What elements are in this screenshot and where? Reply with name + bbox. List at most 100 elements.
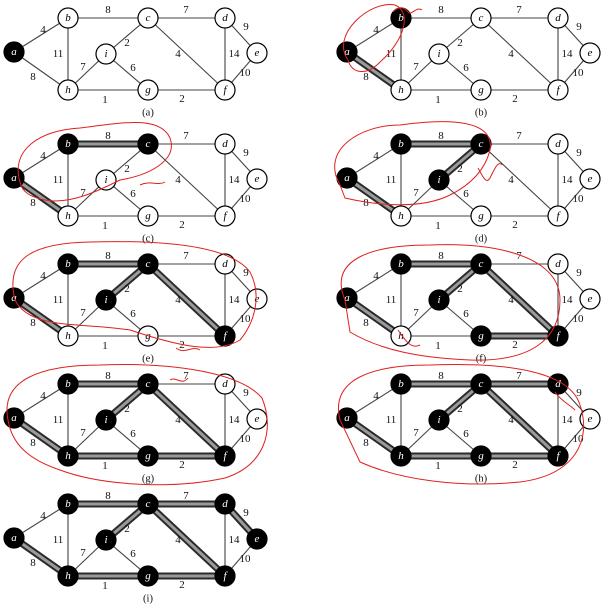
node-g [470, 79, 492, 101]
node-label-i: i [437, 48, 440, 60]
node-c [137, 133, 159, 155]
node-e [579, 42, 601, 64]
weight-c-d: 7 [183, 130, 189, 142]
node-d [547, 133, 569, 155]
node-f [214, 445, 236, 467]
node-label-a: a [344, 172, 350, 184]
node-label-d: d [555, 138, 561, 150]
tree-edge-core-c-f [146, 382, 227, 458]
weight-i-g: 6 [130, 308, 136, 320]
weight-d-f: 14 [229, 534, 241, 546]
weight-c-f: 4 [175, 174, 181, 186]
weight-c-d: 7 [183, 370, 189, 382]
weight-d-e: 9 [243, 147, 249, 159]
node-g [470, 325, 492, 347]
node-label-c: c [479, 258, 484, 270]
tree-edge-core-a-h [345, 50, 403, 92]
weight-c-d: 7 [516, 4, 522, 16]
panel-caption: (g) [142, 474, 155, 485]
weight-h-i: 7 [80, 61, 86, 73]
weight-c-d: 7 [516, 250, 522, 262]
node-i [95, 289, 117, 311]
weight-a-h: 8 [363, 437, 369, 449]
edge-a-b [13, 143, 69, 179]
node-i [95, 409, 117, 431]
annotation-stroke [338, 364, 585, 485]
node-label-b: b [65, 12, 71, 24]
weight-e-f: 10 [240, 433, 252, 445]
node-h [57, 565, 79, 587]
node-label-a: a [11, 172, 17, 184]
node-label-f: f [556, 84, 561, 96]
weight-a-b: 4 [373, 150, 379, 162]
weight-d-f: 14 [229, 48, 241, 60]
weight-a-h: 8 [363, 71, 369, 83]
node-label-f: f [223, 450, 228, 462]
weight-g-f: 2 [512, 339, 518, 351]
annotation-stroke [12, 241, 257, 348]
weight-i-g: 6 [463, 188, 469, 200]
weight-c-i: 2 [457, 403, 463, 415]
node-label-b: b [65, 498, 71, 510]
weight-d-e: 9 [576, 21, 582, 33]
node-label-d: d [222, 498, 228, 510]
node-label-g: g [145, 570, 151, 582]
node-label-g: g [478, 210, 484, 222]
panel-caption: (h) [475, 474, 488, 485]
node-b [57, 373, 79, 395]
node-g [137, 205, 159, 227]
weight-a-h: 8 [30, 71, 36, 83]
weight-e-f: 10 [573, 193, 585, 205]
weight-a-b: 4 [40, 150, 46, 162]
node-label-h: h [65, 570, 71, 582]
weight-d-f: 14 [562, 294, 574, 306]
node-e [579, 168, 601, 190]
annotation-stroke [397, 329, 421, 347]
weight-b-c: 8 [105, 370, 111, 382]
node-label-a: a [11, 46, 17, 58]
node-label-i: i [437, 174, 440, 186]
weight-e-f: 10 [240, 553, 252, 565]
weight-i-g: 6 [463, 62, 469, 74]
node-label-i: i [437, 294, 440, 306]
weight-a-h: 8 [30, 557, 36, 569]
node-g [470, 205, 492, 227]
edge-a-b [13, 17, 69, 53]
weight-d-f: 14 [229, 414, 241, 426]
weight-a-h: 8 [30, 197, 36, 209]
node-f [547, 205, 569, 227]
node-i [428, 289, 450, 311]
weight-g-f: 2 [512, 459, 518, 471]
weight-c-i: 2 [457, 37, 463, 49]
annotation-stroke [334, 121, 491, 206]
weight-c-f: 4 [508, 48, 514, 60]
edge-c-f [480, 17, 559, 91]
node-f [214, 79, 236, 101]
node-label-h: h [65, 330, 71, 342]
edge-a-b [346, 143, 402, 179]
node-label-d: d [222, 258, 228, 270]
weight-b-h: 11 [53, 534, 64, 546]
node-label-h: h [65, 84, 71, 96]
node-i [95, 43, 117, 65]
node-label-b: b [65, 378, 71, 390]
panel-caption: (d) [475, 234, 488, 245]
weight-c-f: 4 [175, 534, 181, 546]
weight-a-b: 4 [40, 24, 46, 36]
node-h [57, 325, 79, 347]
node-d [214, 133, 236, 155]
weight-i-g: 6 [130, 548, 136, 560]
node-e [246, 528, 268, 550]
weight-h-g: 1 [435, 460, 441, 472]
weight-h-i: 7 [80, 307, 86, 319]
weight-h-g: 1 [102, 460, 108, 472]
panel-caption: (b) [475, 108, 488, 119]
node-label-h: h [398, 450, 404, 462]
weight-i-g: 6 [130, 188, 136, 200]
node-label-i: i [104, 414, 107, 426]
weight-b-h: 11 [53, 414, 64, 426]
